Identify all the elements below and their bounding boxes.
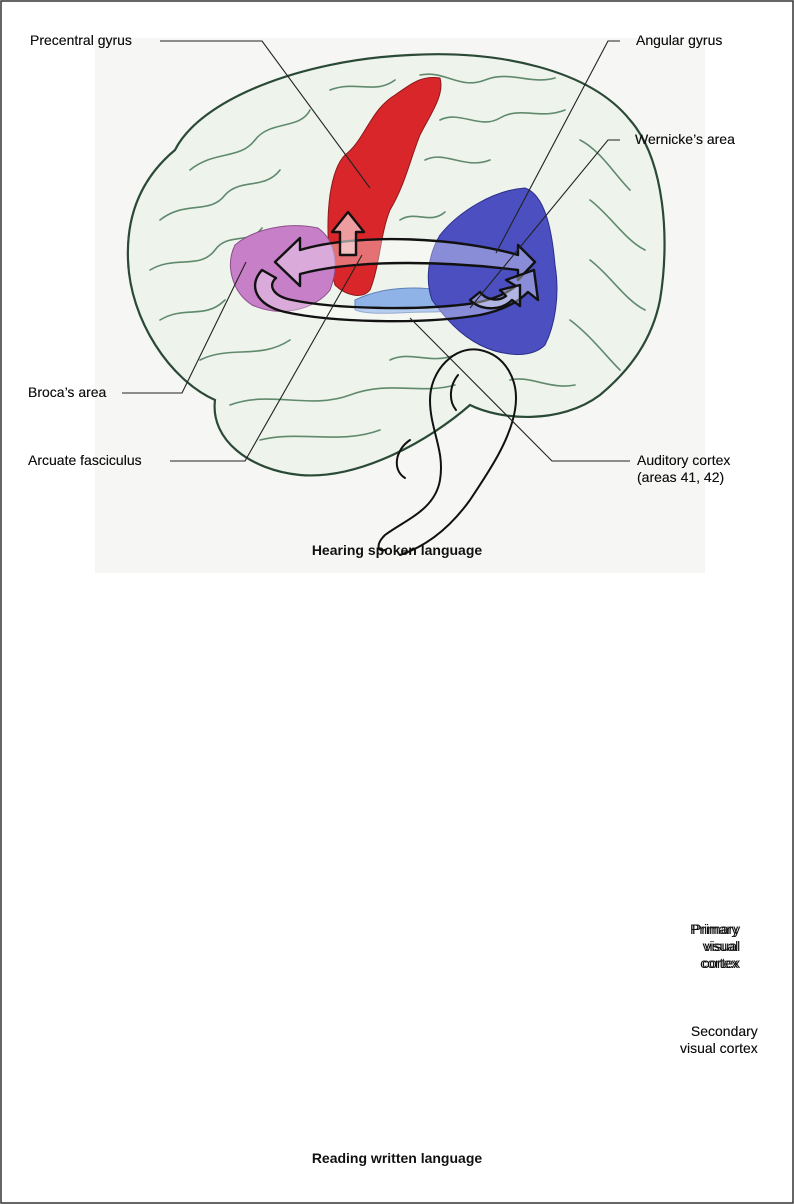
label-arcuate-fasciculus: Arcuate fasciculus bbox=[28, 452, 142, 469]
top-figure-caption: Hearing spoken language bbox=[0, 542, 794, 558]
label-brocas-area: Broca’s area bbox=[28, 384, 106, 401]
label-secondary-visual-line2: visual cortex bbox=[680, 1040, 758, 1057]
label-primary-visual-cortex: Primary visual cortex bbox=[692, 921, 740, 972]
bottom-figure-caption: Reading written language bbox=[0, 1150, 794, 1166]
label-secondary-visual-line1: Secondary bbox=[680, 1023, 758, 1040]
top-brain-panel bbox=[95, 38, 705, 573]
label-primary-visual-line2: visual bbox=[692, 938, 740, 955]
label-angular-gyrus: Angular gyrus bbox=[636, 32, 722, 49]
label-auditory-cortex-line2: (areas 41, 42) bbox=[637, 469, 730, 486]
label-auditory-cortex-line1: Auditory cortex bbox=[637, 452, 730, 469]
label-primary-visual-line3: cortex bbox=[692, 955, 740, 972]
label-auditory-cortex: Auditory cortex (areas 41, 42) bbox=[637, 452, 730, 486]
label-wernickes-area: Wernicke’s area bbox=[635, 131, 735, 148]
label-secondary-visual-cortex: Secondary visual cortex bbox=[680, 1023, 758, 1057]
label-primary-visual-line1: Primary bbox=[692, 921, 740, 938]
label-precentral-gyrus: Precentral gyrus bbox=[30, 32, 132, 49]
